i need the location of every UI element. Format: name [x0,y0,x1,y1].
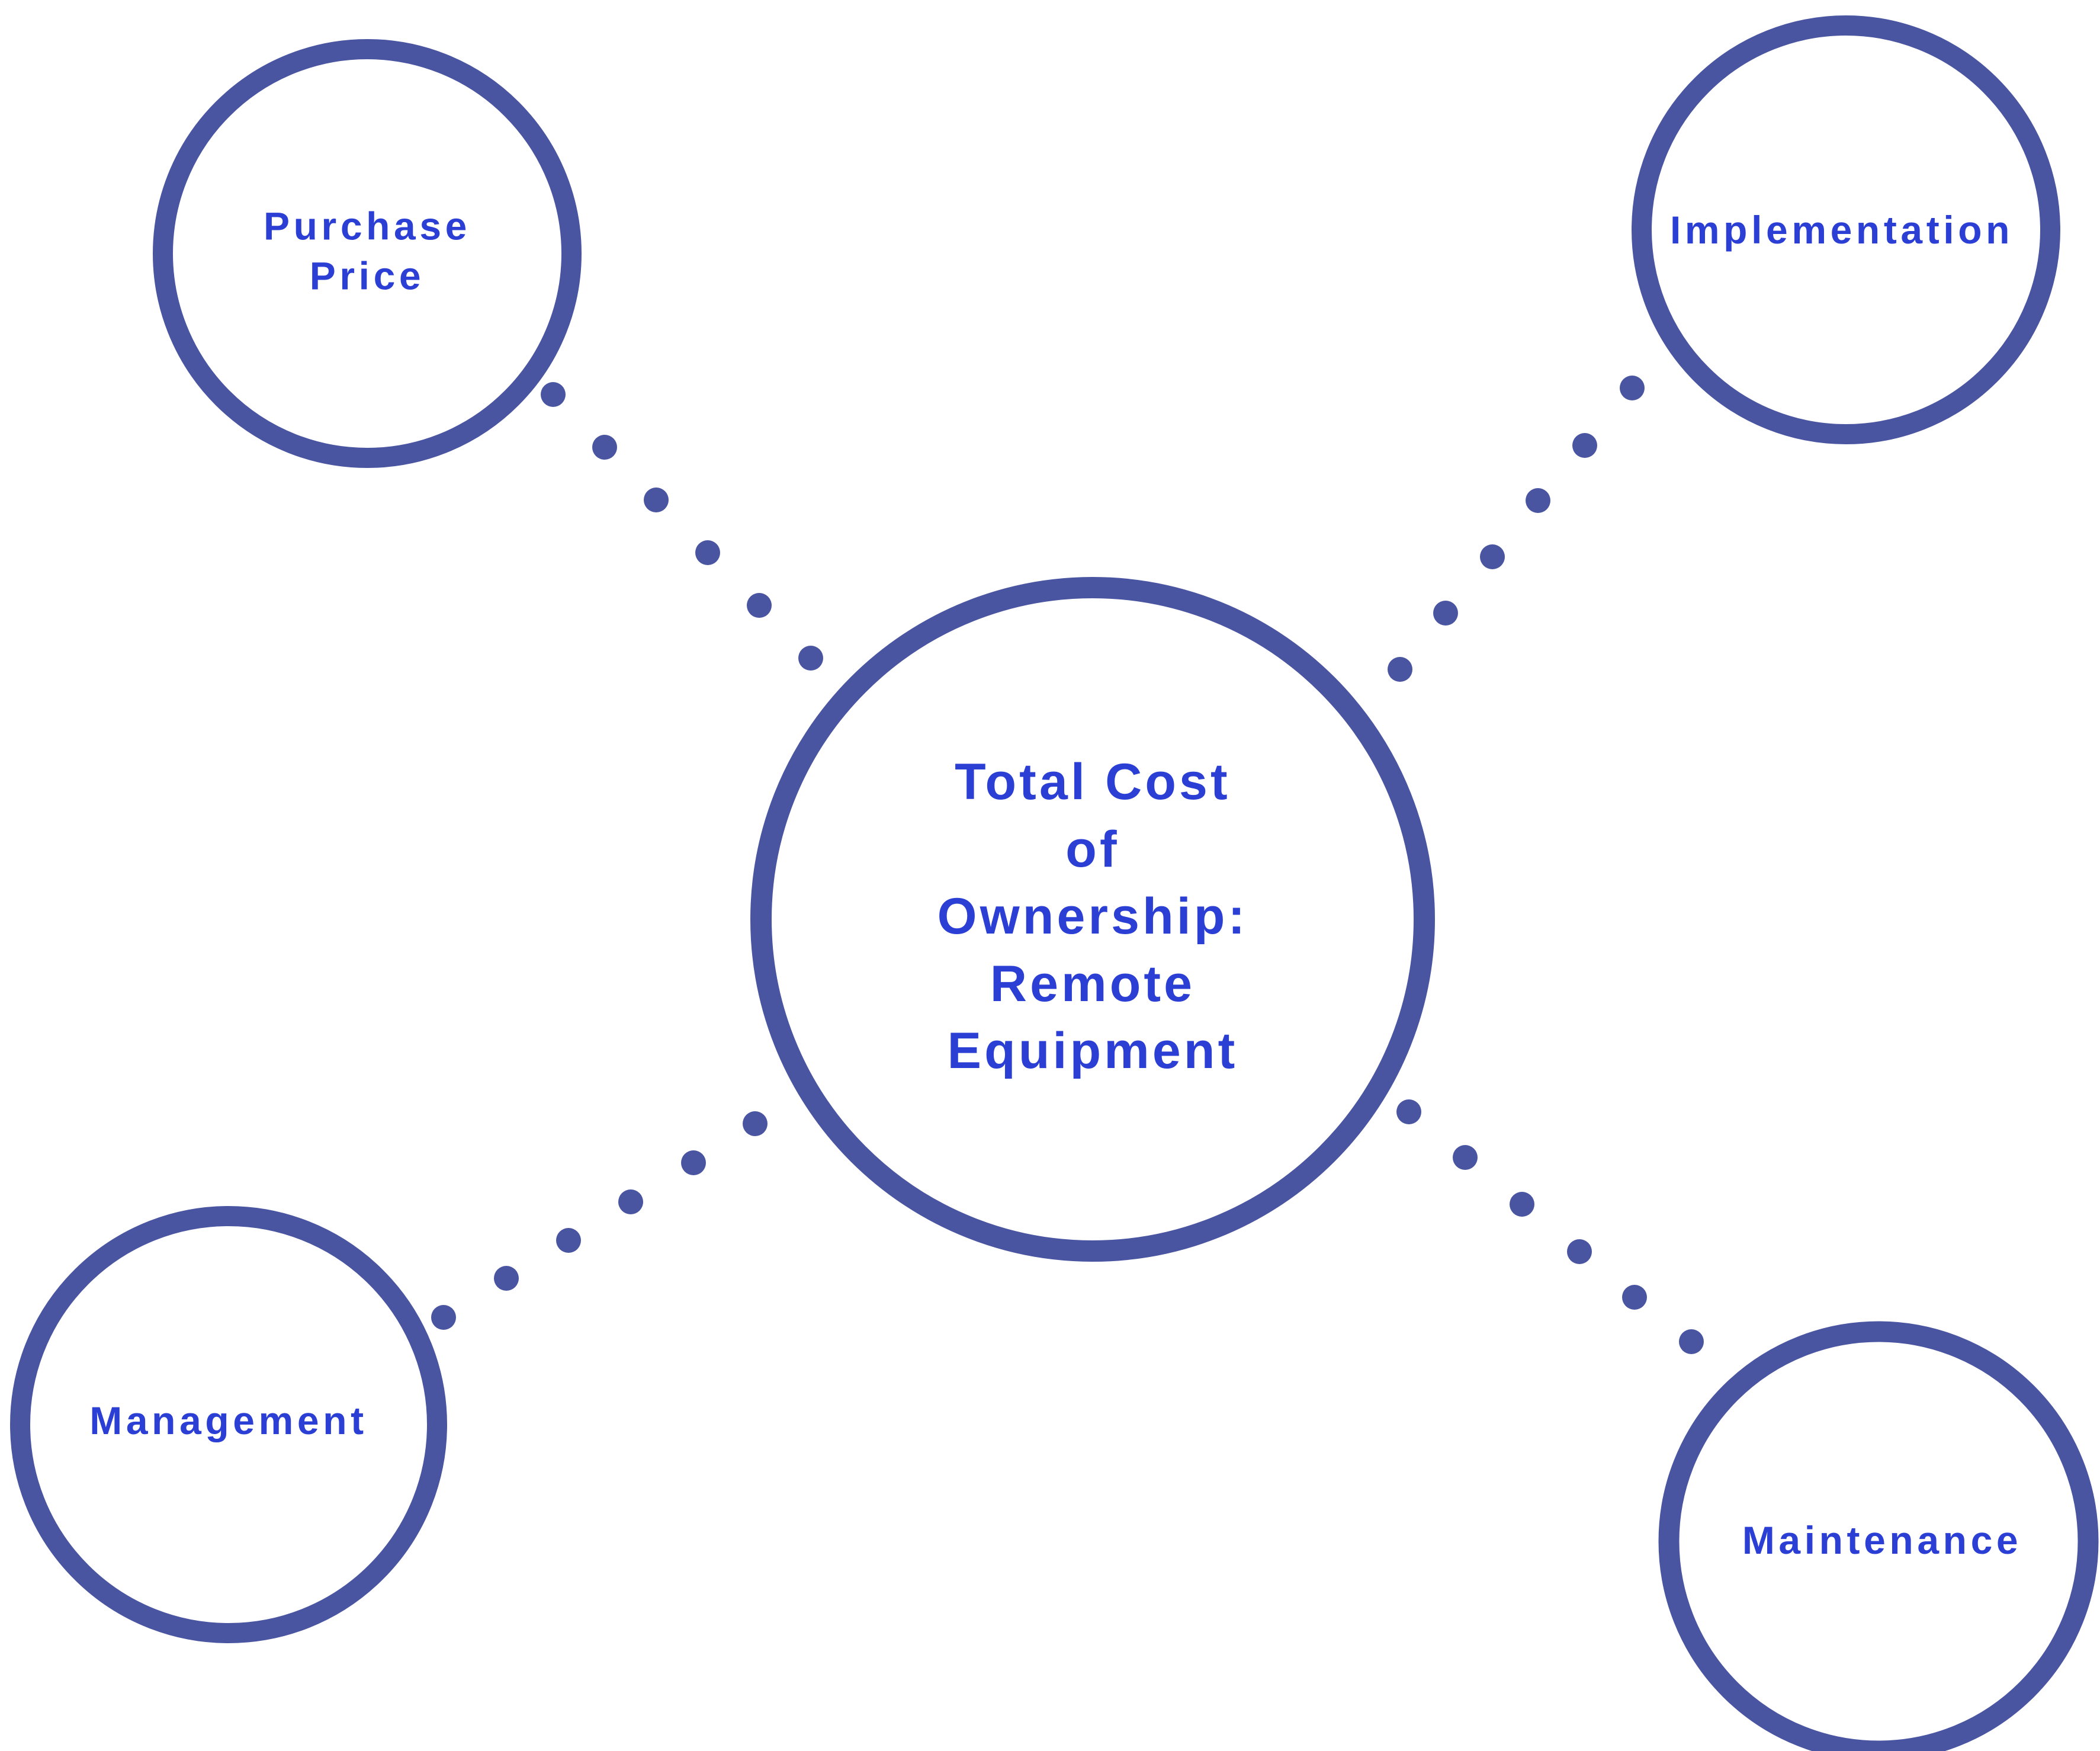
connector-dot [1622,1285,1647,1310]
connector-dot [1453,1145,1478,1170]
connector-dot [681,1150,706,1175]
connector-center-to-purchase-price [541,382,823,671]
connector-center-to-implementation [1388,376,1645,682]
connector-dot [1567,1239,1592,1264]
connector-dot [747,593,772,618]
node-label-purchase-price: Purchase Price [264,204,471,298]
connector-dot [1572,433,1597,458]
node-label-total-cost-of-ownership: Total Cost of Ownership: Remote Equipmen… [937,753,1248,1080]
node-label-implementation: Implementation [1669,207,2014,252]
connector-dot [798,646,823,671]
connector-dot [743,1111,768,1136]
connector-dot [1679,1329,1704,1354]
node-circle-total-cost-of-ownership [750,577,1435,1262]
node-circle-implementation [1632,15,2060,444]
connector-dot [1526,488,1550,513]
node-label-maintenance: Maintenance [1742,1518,2022,1562]
connector-dot [1433,601,1458,626]
connector-center-to-management [431,1111,768,1330]
connector-dot [644,488,669,512]
node-circle-purchase-price [153,39,582,468]
connector-dot [431,1305,456,1330]
connector-dot [1396,1099,1421,1124]
connector-dot [1620,376,1645,400]
connector-dot [695,540,720,565]
connector-dot [1510,1192,1534,1217]
node-label-management: Management [89,1398,368,1442]
connector-dot [1388,657,1412,682]
connector-dot [592,435,617,460]
connector-dot [556,1228,581,1253]
node-circle-maintenance [1658,1321,2099,1751]
connector-dot [541,382,566,407]
connector-dot [494,1266,519,1291]
connector-dot [1480,544,1505,569]
connector-dot [618,1189,643,1214]
node-circle-management [10,1206,447,1643]
connector-center-to-maintenance [1396,1099,1704,1354]
